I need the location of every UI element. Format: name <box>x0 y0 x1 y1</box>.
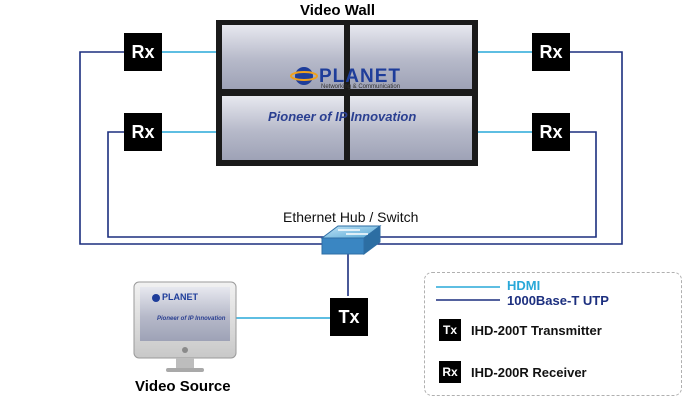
utp-line-rx-bottom-left <box>107 131 340 238</box>
video-wall-screen-4 <box>350 96 472 160</box>
globe-ring-icon <box>290 71 318 81</box>
legend-box: HDMI 1000Base-T UTP Tx IHD-200T Transmit… <box>424 272 682 396</box>
monitor-tagline: Pioneer of IP Innovation <box>157 316 226 322</box>
legend-hdmi-label: HDMI <box>507 278 541 293</box>
video-wall <box>216 20 478 166</box>
wall-tagline: Pioneer of IP Innovation <box>268 109 417 124</box>
video-wall-title: Video Wall <box>300 2 376 19</box>
planet-logo-text: PLANET <box>319 66 401 87</box>
video-source-label: Video Source <box>135 378 231 395</box>
small-globe-icon <box>152 294 160 302</box>
hub-label: Ethernet Hub / Switch <box>283 209 419 225</box>
video-wall-screen-3 <box>222 96 344 160</box>
utp-line-rx-top-right <box>350 51 623 245</box>
planet-logo-subtitle: Networking & Communication <box>321 84 401 90</box>
legend-tx-description: IHD-200T Transmitter <box>471 323 602 338</box>
apple-logo-icon <box>182 347 188 353</box>
legend-rx-description: IHD-200R Receiver <box>471 365 587 380</box>
utp-line-rx-bottom-right <box>360 131 597 238</box>
legend-rx-badge: Rx <box>439 361 461 383</box>
legend-tx-badge: Tx <box>439 319 461 341</box>
utp-cables <box>79 51 623 296</box>
receiver-top-left: Rx <box>124 33 162 71</box>
monitor-stand <box>176 358 194 368</box>
globe-icon <box>295 67 313 85</box>
legend-utp-label: 1000Base-T UTP <box>507 293 609 308</box>
video-wall-screen-2 <box>350 25 472 89</box>
video-source-monitor <box>133 281 237 372</box>
monitor-logo-text: PLANET <box>162 292 198 302</box>
ethernet-hub-icon <box>320 225 382 255</box>
receiver-bottom-right: Rx <box>532 113 570 151</box>
receiver-bottom-left: Rx <box>124 113 162 151</box>
video-wall-screen-1 <box>222 25 344 89</box>
receiver-top-right: Rx <box>532 33 570 71</box>
transmitter: Tx <box>330 298 368 336</box>
monitor-base <box>166 368 204 372</box>
utp-line-rx-top-left <box>79 51 350 245</box>
hdmi-cables <box>162 51 532 319</box>
